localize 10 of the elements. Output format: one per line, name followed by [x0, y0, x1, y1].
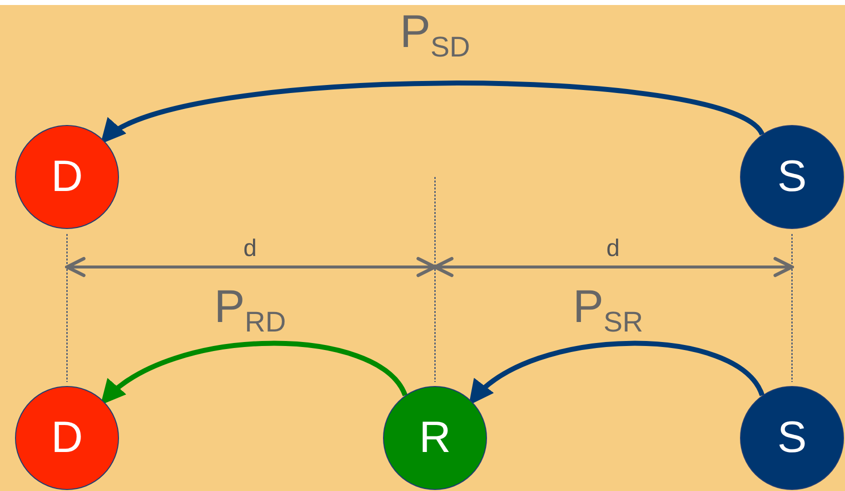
node-letter: D: [51, 155, 83, 199]
arrow: [100, 80, 764, 143]
node-letter: S: [777, 416, 807, 460]
node-letter: S: [777, 155, 807, 199]
arrow: [100, 340, 408, 405]
node-letter: R: [419, 416, 451, 460]
node-letter: D: [51, 416, 83, 460]
dimension-label: d: [606, 237, 620, 261]
arrow: [468, 340, 764, 405]
dimension-label: d: [243, 237, 257, 261]
